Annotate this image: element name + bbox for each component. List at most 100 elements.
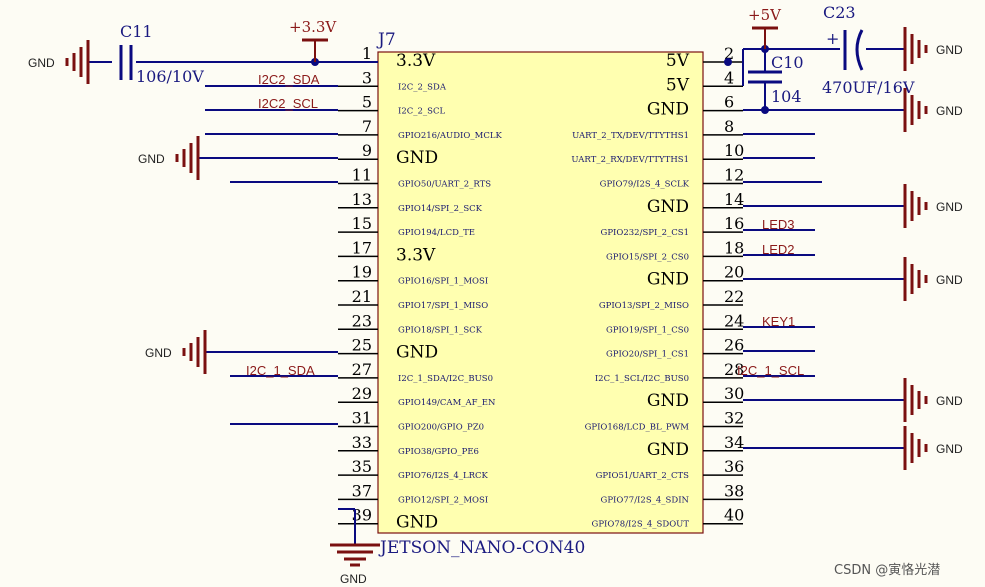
ground-label: GND xyxy=(936,394,963,408)
net-labels: I2C2_SDA I2C2_SCL I2C_1_SDA I2C_1_SCL LE… xyxy=(246,72,804,378)
pin-21-number: 21 xyxy=(352,287,372,306)
ground-symbol: GND xyxy=(903,88,963,132)
pin-39-name: GND xyxy=(396,513,438,533)
net-label-i2c2-sda: I2C2_SDA xyxy=(258,72,320,87)
pin-29-number: 29 xyxy=(352,384,372,403)
net-label-i2c2-scl: I2C2_SCL xyxy=(258,96,318,111)
ground-label: GND xyxy=(145,346,172,360)
pin-27-number: 27 xyxy=(352,360,372,379)
c10-value: 104 xyxy=(771,87,802,106)
ground-symbol: GND xyxy=(145,330,207,374)
pin-1-number: 1 xyxy=(362,44,372,63)
pin-30-number: 30 xyxy=(724,384,744,403)
pin-2-name: 5V xyxy=(666,51,690,71)
ground-label: GND xyxy=(936,273,963,287)
pin-40-number: 40 xyxy=(724,506,744,525)
pin-32-number: 32 xyxy=(724,409,744,428)
pin-19-number: 19 xyxy=(352,263,372,282)
pin-10-number: 10 xyxy=(724,141,744,160)
pin-7-number: 7 xyxy=(362,117,372,136)
pin-12-number: 12 xyxy=(724,166,744,185)
pin-28-number: 28 xyxy=(724,360,744,379)
connector-body xyxy=(377,51,704,534)
pin-14-number: 14 xyxy=(724,190,744,209)
pin-35-number: 35 xyxy=(352,457,372,476)
pin-17-number: 17 xyxy=(352,238,372,257)
pin-6-number: 6 xyxy=(724,93,734,112)
pin-7-name: GPIO216/AUDIO_MCLK xyxy=(398,131,502,141)
pin-9-number: 9 xyxy=(362,141,372,160)
pin-2-number: 2 xyxy=(724,44,734,63)
pin-14-name: GND xyxy=(647,197,689,217)
ground-label: GND xyxy=(936,442,963,456)
pin-23-name: GPIO18/SPI_1_SCK xyxy=(398,325,483,335)
net-label-key1: KEY1 xyxy=(762,314,795,329)
pin-5-name: I2C_2_SCL xyxy=(398,107,446,117)
pin-30-name: GND xyxy=(647,391,689,411)
ground-symbol: GND xyxy=(903,426,963,470)
junction-5v-a xyxy=(724,58,732,66)
c23-ref: C23 xyxy=(823,3,856,22)
pin-28-name: I2C_1_SCL/I2C_BUS0 xyxy=(595,374,689,384)
power-5v-label: +5V xyxy=(748,6,782,24)
c23-plate-b xyxy=(855,29,864,71)
c23-value: 470UF/16V xyxy=(822,78,915,97)
ground-symbol: GND xyxy=(138,136,200,180)
pin-15-name: GPIO194/LCD_TE xyxy=(398,228,475,238)
pin-11-name: GPIO50/UART_2_RTS xyxy=(398,180,491,190)
pin-3-name: I2C_2_SDA xyxy=(398,82,447,92)
pin-21-name: GPIO17/SPI_1_MISO xyxy=(398,301,488,311)
ground-symbol: GND xyxy=(903,378,963,422)
ground-label: GND xyxy=(138,152,165,166)
pin-8-number: 8 xyxy=(724,117,734,136)
pin-27-name: I2C_1_SDA/I2C_BUS0 xyxy=(398,374,493,384)
pin-16-number: 16 xyxy=(724,214,744,233)
ground-symbol: GND xyxy=(28,40,90,84)
pin-20-name: GND xyxy=(647,270,689,290)
ground-label: GND xyxy=(936,43,963,57)
pin-11-number: 11 xyxy=(352,166,372,185)
pin-26-name: GPIO20/SPI_1_CS1 xyxy=(606,350,689,360)
pin-25-number: 25 xyxy=(352,336,372,355)
pin-37-name: GPIO12/SPI_2_MOSI xyxy=(398,495,488,505)
pin-39-number: 39 xyxy=(352,506,372,525)
net-label-led3: LED3 xyxy=(762,217,795,232)
wires-layer xyxy=(88,48,905,545)
pin-6-name: GND xyxy=(647,100,689,120)
pin-13-number: 13 xyxy=(352,190,372,209)
pin-31-number: 31 xyxy=(352,409,372,428)
junction-gnd xyxy=(761,106,769,114)
pin-8-name: UART_2_TX/DEV/TTYTHS1 xyxy=(572,131,689,141)
pin-5-number: 5 xyxy=(362,93,372,112)
pin-34-name: GND xyxy=(647,440,689,460)
power-3v3-label: +3.3V xyxy=(289,18,337,36)
pin-37-number: 37 xyxy=(352,481,372,500)
c23-polarity: + xyxy=(826,29,839,48)
pin-38-name: GPIO77/I2S_4_SDIN xyxy=(601,495,690,505)
pin-40-name: GPIO78/I2S_4_SDOUT xyxy=(592,520,690,530)
net-label-i2c1-scl: I2C_1_SCL xyxy=(737,363,804,378)
pin-35-name: GPIO76/I2S_4_LRCK xyxy=(398,471,489,481)
ground-symbols: GND GND GND GND GND GND GND GND GND GND xyxy=(28,27,963,586)
pin-32-name: GPIO168/LCD_BL_PWM xyxy=(585,423,690,433)
pin-13-name: GPIO14/SPI_2_SCK xyxy=(398,204,483,214)
watermark: CSDN @寅恪光潜 xyxy=(834,562,940,578)
pin-24-name: GPIO19/SPI_1_CS0 xyxy=(606,325,689,335)
component-designator: J7 xyxy=(376,30,396,50)
pin-3-number: 3 xyxy=(362,68,372,87)
pin-20-number: 20 xyxy=(724,263,744,282)
pin-36-name: GPIO51/UART_2_CTS xyxy=(596,471,690,481)
pin-26-number: 26 xyxy=(724,336,744,355)
ground-symbol-bottom: GND xyxy=(330,543,380,586)
net-label-led2: LED2 xyxy=(762,242,795,257)
pin-1-name: 3.3V xyxy=(396,51,436,71)
ground-symbol: GND xyxy=(903,184,963,228)
pin-33-number: 33 xyxy=(352,433,372,452)
pin-4-number: 4 xyxy=(724,68,734,87)
pin-24-number: 24 xyxy=(724,311,744,330)
pin-19-name: GPIO16/SPI_1_MOSI xyxy=(398,277,488,287)
pin-25-name: GND xyxy=(396,343,438,363)
pin-36-number: 36 xyxy=(724,457,744,476)
ground-label: GND xyxy=(936,200,963,214)
